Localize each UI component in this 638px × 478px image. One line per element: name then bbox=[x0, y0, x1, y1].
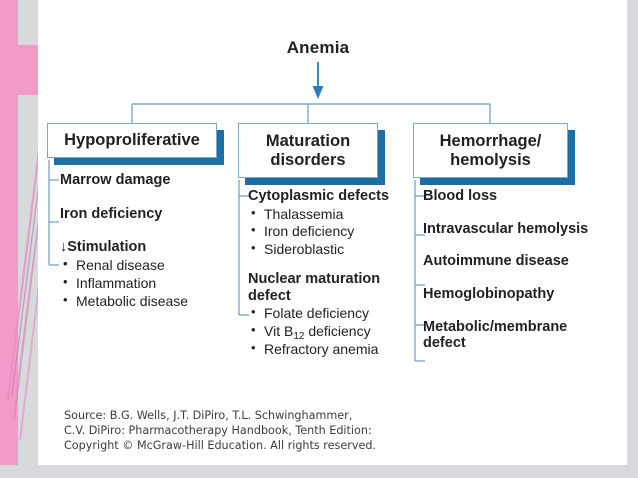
header-hypoproliferative[interactable]: Hypoproliferative bbox=[47, 123, 217, 158]
diagram-sub-item: Thalassemia bbox=[248, 205, 418, 223]
diagram-sub-item: Inflammation bbox=[60, 274, 245, 292]
diagram-item-label: Autoimmune disease bbox=[423, 253, 569, 270]
diagram-item: Intravascular hemolysis bbox=[423, 221, 613, 238]
diagram-item: Hemoglobinopathy bbox=[423, 286, 613, 303]
header-maturation-disorders[interactable]: Maturation disorders bbox=[238, 123, 378, 178]
source-citation: Source: B.G. Wells, J.T. DiPiro, T.L. Sc… bbox=[64, 408, 484, 454]
diagram-item: Blood loss bbox=[423, 188, 613, 205]
diagram-item: Cytoplasmic defectsThalassemiaIron defic… bbox=[248, 188, 418, 258]
header-hemorrhage-hemolysis[interactable]: Hemorrhage/ hemolysis bbox=[413, 123, 568, 178]
decoration-right-gray-bar bbox=[627, 0, 638, 478]
source-line-1: Source: B.G. Wells, J.T. DiPiro, T.L. Sc… bbox=[64, 409, 353, 422]
diagram-sub-item: Vit B12 deficiency bbox=[248, 322, 418, 342]
diagram-item-label: Marrow damage bbox=[60, 172, 171, 188]
decoration-pink-block bbox=[0, 45, 38, 95]
source-line-3: Copyright © McGraw-Hill Education. All r… bbox=[64, 439, 376, 453]
diagram-item-label: Intravascular hemolysis bbox=[423, 220, 589, 237]
diagram-item: Iron deficiency bbox=[60, 206, 245, 223]
diagram-sub-item: Folate deficiency bbox=[248, 304, 418, 322]
anemia-classification-diagram: Anemia Hypoproliferative Maturation diso… bbox=[38, 0, 627, 465]
diagram-item-label: Iron deficiency bbox=[60, 205, 163, 222]
diagram-item: Nuclear maturation defectFolate deficien… bbox=[248, 271, 418, 358]
diagram-item-label: Hemoglobinopathy bbox=[423, 286, 555, 303]
decoration-bottom-gray-bar bbox=[0, 465, 638, 478]
diagram-item-label: Blood loss bbox=[423, 188, 498, 204]
diagram-sub-item: Refractory anemia bbox=[248, 340, 418, 358]
diagram-sub-item: Renal disease bbox=[60, 256, 245, 274]
column-items-maturation-disorders: Cytoplasmic defectsThalassemiaIron defic… bbox=[248, 188, 418, 358]
diagram-sub-item: Sideroblastic bbox=[248, 240, 418, 258]
diagram-item-label: ↓Stimulation bbox=[60, 239, 147, 256]
source-line-2: C.V. DiPiro: Pharmacotherapy Handbook, T… bbox=[64, 424, 372, 438]
diagram-sub-item: Iron deficiency bbox=[248, 222, 418, 240]
diagram-item: ↓StimulationRenal diseaseInflammationMet… bbox=[60, 239, 245, 309]
diagram-item: Metabolic/membrane defect bbox=[423, 319, 613, 352]
diagram-item-label: Metabolic/membrane defect bbox=[423, 318, 568, 352]
diagram-item: Marrow damage bbox=[60, 172, 245, 189]
diagram-sub-list: ThalassemiaIron deficiencySideroblastic bbox=[248, 205, 418, 258]
diagram-item-label: Nuclear maturation defect bbox=[248, 271, 381, 304]
diagram-item-label: Cytoplasmic defects bbox=[248, 188, 390, 204]
diagram-sub-item: Metabolic disease bbox=[60, 292, 245, 310]
root-node-anemia: Anemia bbox=[286, 38, 350, 57]
diagram-item: Autoimmune disease bbox=[423, 253, 613, 270]
down-arrow-icon: ↓ bbox=[60, 239, 68, 256]
diagram-sub-list: Renal diseaseInflammationMetabolic disea… bbox=[60, 256, 245, 310]
diagram-sub-list: Folate deficiencyVit B12 deficiencyRefra… bbox=[248, 304, 418, 358]
